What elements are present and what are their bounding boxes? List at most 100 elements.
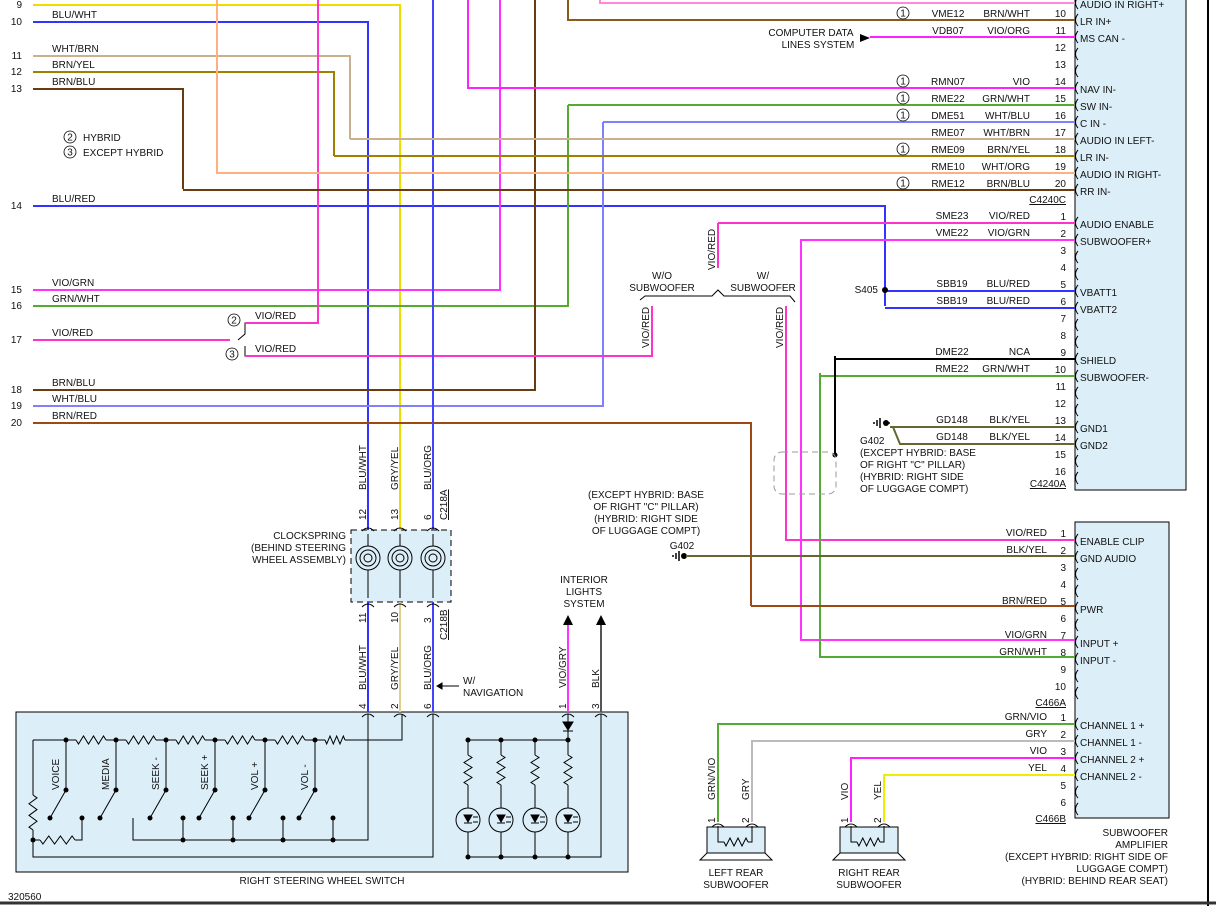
pin-number: 11: [358, 612, 369, 623]
switch-contact-icon: [248, 789, 266, 819]
pin-socket: [1075, 734, 1079, 748]
pin-number: 9: [1060, 348, 1066, 359]
wire-VIO: [850, 757, 1075, 822]
wire-brn-wht: [567, 0, 1075, 21]
wire-color-label: VIO: [1013, 77, 1030, 88]
left-wire-13: [33, 88, 184, 189]
pin-number: 13: [1055, 416, 1067, 427]
function-label: GND2: [1080, 441, 1108, 452]
splice-s405: S405: [855, 285, 879, 296]
pin-number: 12: [1055, 43, 1067, 54]
pin-socket: [1075, 471, 1079, 485]
pin-number: 4: [1060, 764, 1066, 775]
left-pin-number: 10: [11, 17, 23, 28]
pin-number: 3: [591, 703, 602, 709]
note-circle: [896, 6, 910, 20]
left_sub-label: LEFT REAR: [709, 868, 764, 879]
function-label: C IN -: [1080, 119, 1106, 130]
pin-number: 4: [1060, 263, 1066, 274]
legend-hybrid: HYBRID: [83, 133, 121, 144]
note-number: 1: [900, 9, 906, 20]
wire-color-label: WHT/ORG: [982, 162, 1031, 173]
pin-socket: [1075, 115, 1079, 129]
pin-socket: [1075, 81, 1079, 95]
wire-color-label: VIO/RED: [1006, 528, 1047, 539]
pin-socket: [1075, 635, 1079, 649]
pin-socket: [1075, 618, 1079, 632]
g402-note: OF RIGHT "C" PILLAR): [860, 460, 965, 471]
pin-socket: [1075, 13, 1079, 27]
wo-subwoofer-label: W/O: [652, 271, 672, 282]
pin-socket: [1075, 318, 1079, 332]
left-wire-color: WHT/BRN: [52, 44, 99, 55]
pin-number: 4: [358, 703, 369, 709]
navigation-note: NAVIGATION: [463, 688, 523, 699]
wire-color-label: WHT/BLU: [985, 111, 1030, 122]
pin-socket: [844, 823, 858, 828]
function-label: VBATT2: [1080, 305, 1117, 316]
left-pin-number: 20: [11, 418, 23, 429]
resistor-icon: [563, 754, 573, 786]
wire-color-label: VIO: [1030, 746, 1047, 757]
note-number: 2: [67, 133, 73, 144]
pin-socket: [1075, 0, 1079, 10]
junction-dot: [883, 420, 889, 426]
g402-note: G402: [860, 436, 885, 447]
pin-number: 6: [423, 514, 434, 520]
junction-dot: [180, 837, 186, 843]
pin-socket: [1075, 132, 1079, 146]
note-number: 1: [900, 94, 906, 105]
w-subwoofer-label: SUBWOOFER: [730, 283, 796, 294]
pin-number: 12: [358, 508, 369, 520]
resistor-icon: [274, 735, 306, 745]
connector-c466b: C466B: [1035, 814, 1066, 825]
pin-socket: [1075, 386, 1079, 400]
pin-socket: [1075, 233, 1079, 247]
connector-c218b: C218B: [439, 609, 450, 640]
wo-subwoofer-label: SUBWOOFER: [629, 283, 695, 294]
resistor-icon: [324, 734, 346, 746]
wire-color-label: VIO/RED: [775, 307, 786, 348]
wire-color-label: BLU/WHT: [358, 645, 369, 690]
pin-socket: [1075, 30, 1079, 44]
pin-number: 3: [1060, 246, 1066, 257]
pin-number: 10: [1055, 9, 1067, 20]
pin-socket: [1075, 584, 1079, 598]
note-number: 1: [900, 111, 906, 122]
circuit-label: RME10: [931, 162, 965, 173]
note-circle: [227, 313, 241, 327]
pin-number: 10: [1055, 682, 1067, 693]
pin-socket: [426, 603, 440, 608]
left-pin-number: 15: [11, 285, 23, 296]
function-label: CHANNEL 1 -: [1080, 738, 1142, 749]
clockspring-label: (BEHIND STEERING: [251, 543, 346, 554]
note-circle: [896, 108, 910, 122]
function-label: AUDIO ENABLE: [1080, 220, 1154, 231]
pin-socket: [1075, 183, 1079, 197]
circuit-label: SBB19: [936, 279, 968, 290]
pin-socket: [1075, 149, 1079, 163]
g402-note: (EXCEPT HYBRID: BASE: [860, 448, 976, 459]
junction-dot: [246, 815, 252, 821]
left-wire-color: GRN/WHT: [52, 294, 100, 305]
left-wire-color: BLU/RED: [52, 194, 95, 205]
speaker-base: [831, 852, 907, 861]
pin-socket: [1075, 768, 1079, 782]
wire-color-label: BLU/ORG: [423, 645, 434, 690]
note-circle: [63, 130, 77, 144]
speaker-base: [698, 852, 774, 861]
junction-dot: [280, 837, 286, 843]
wire-gd148-2: [892, 426, 1075, 445]
button-voice: VOICE: [51, 759, 62, 790]
wire-color-label: BLK/YEL: [1006, 545, 1047, 556]
clockspring-coil-icon: [395, 553, 405, 563]
resistor-icon: [496, 754, 506, 786]
pin-socket: [1075, 567, 1079, 581]
circuit-label: VME22: [936, 228, 969, 239]
left-wire-color: BRN/RED: [52, 411, 97, 422]
g402-left-note: OF RIGHT "C" PILLAR): [593, 502, 698, 513]
line: [748, 826, 753, 843]
pin-socket: [1075, 751, 1079, 765]
left-pin-number: 16: [11, 301, 23, 312]
